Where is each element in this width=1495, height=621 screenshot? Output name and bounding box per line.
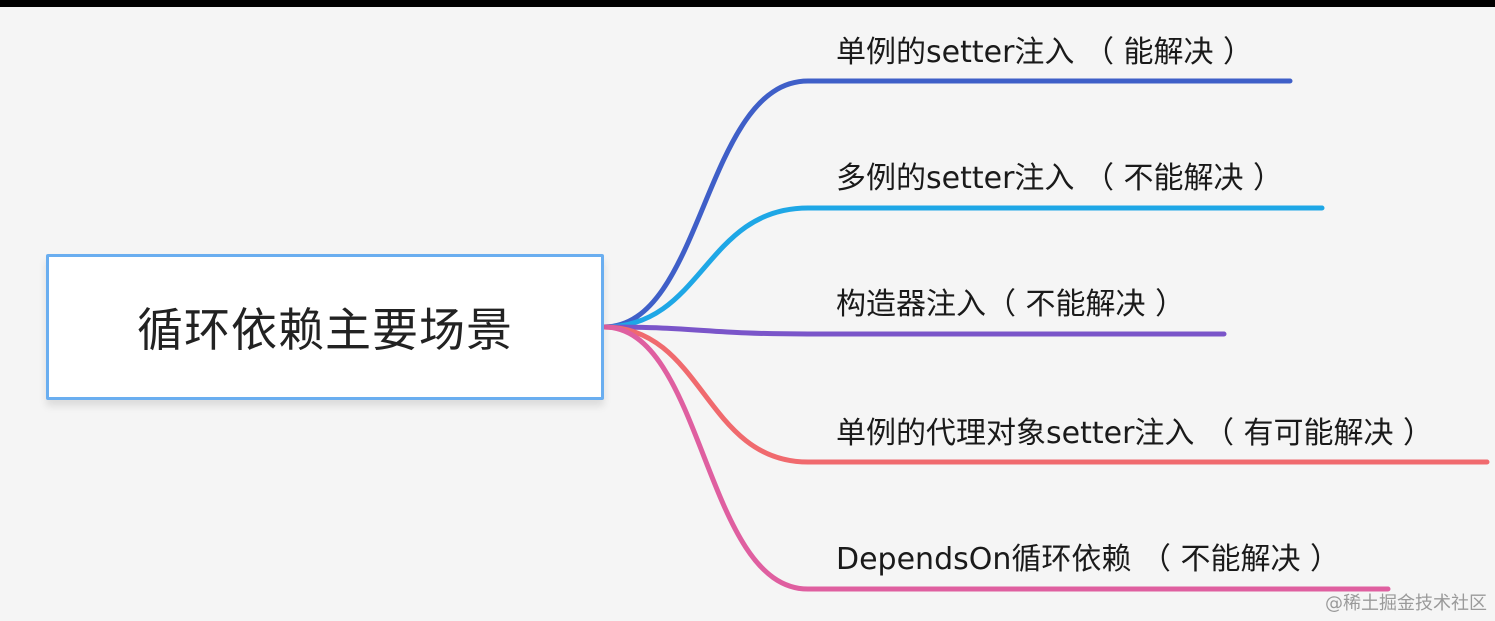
branch-connector xyxy=(601,324,1391,592)
branch-connector xyxy=(601,78,1293,330)
root-label: 循环依赖主要场景 xyxy=(137,303,513,357)
branch-connector xyxy=(601,205,1325,330)
branch-connector xyxy=(601,324,1490,465)
branch-label-dependson[interactable]: DependsOn循环依赖 （ 不能解决 ） xyxy=(836,542,1340,577)
branch-label-proxy-setter[interactable]: 单例的代理对象setter注入 （ 有可能解决 ） xyxy=(836,416,1434,451)
watermark: @稀土掘金技术社区 xyxy=(1325,593,1487,614)
branch-label-singleton-setter[interactable]: 单例的setter注入 （ 能解决 ） xyxy=(836,35,1254,70)
root-node[interactable]: 循环依赖主要场景 xyxy=(46,254,604,400)
top-bar xyxy=(0,0,1495,7)
branch-label-constructor[interactable]: 构造器注入（ 不能解决 ） xyxy=(836,287,1186,322)
branch-connector xyxy=(601,324,1227,337)
branch-label-prototype-setter[interactable]: 多例的setter注入 （ 不能解决 ） xyxy=(836,161,1284,196)
